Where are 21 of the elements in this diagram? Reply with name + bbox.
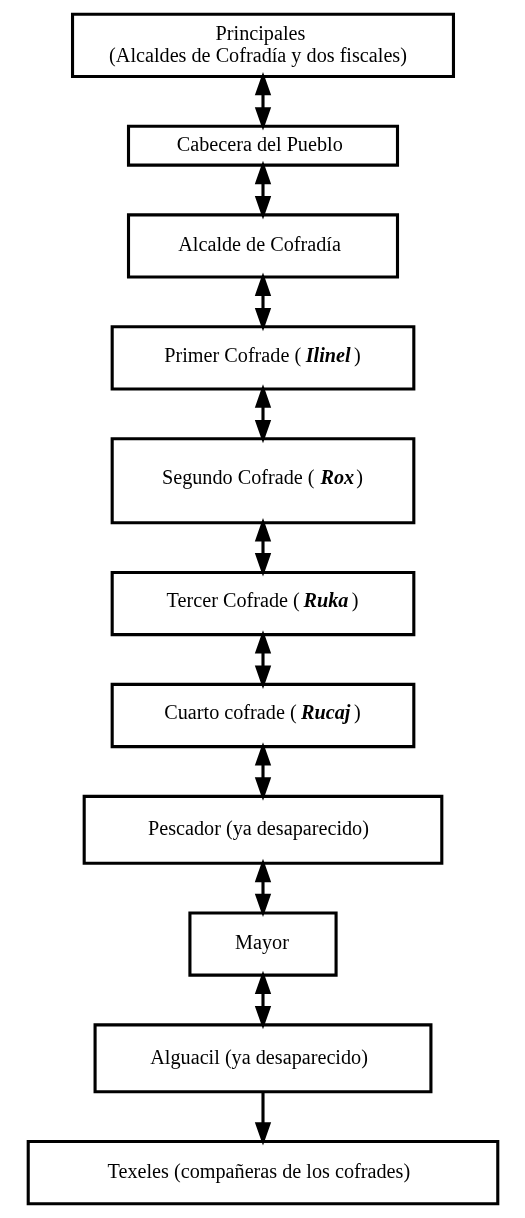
node-box: Primer Cofrade (Ilinel) [110,325,415,391]
arrow [254,858,271,918]
node-box: Cabecera del Pueblo [126,124,399,167]
node-box: Segundo Cofrade (Rox) [110,437,415,525]
arrow [254,630,271,689]
node-box: Mayor [187,911,338,977]
node-box: Principales (Alcaldes de Cofradía y dos fiscales) [70,12,455,79]
arrow [254,1092,271,1146]
node-box: Alguacil (ya desaparecido) [93,1023,432,1094]
arrow [254,742,271,801]
arrow [254,970,271,1030]
arrow [254,518,271,577]
node-box: Texeles (compañeras de los cofrades) [26,1139,499,1206]
node-box: Pescador (ya desaparecido) [82,794,443,865]
node-box: Alcalde de Cofradía [126,213,399,279]
node-box: Cuarto cofrade (Rucaj) [110,682,415,749]
arrow [254,272,271,332]
arrow [254,160,271,220]
node-box: Tercer Cofrade (Ruka) [110,570,415,637]
arrow [254,71,271,131]
arrow [254,384,271,444]
